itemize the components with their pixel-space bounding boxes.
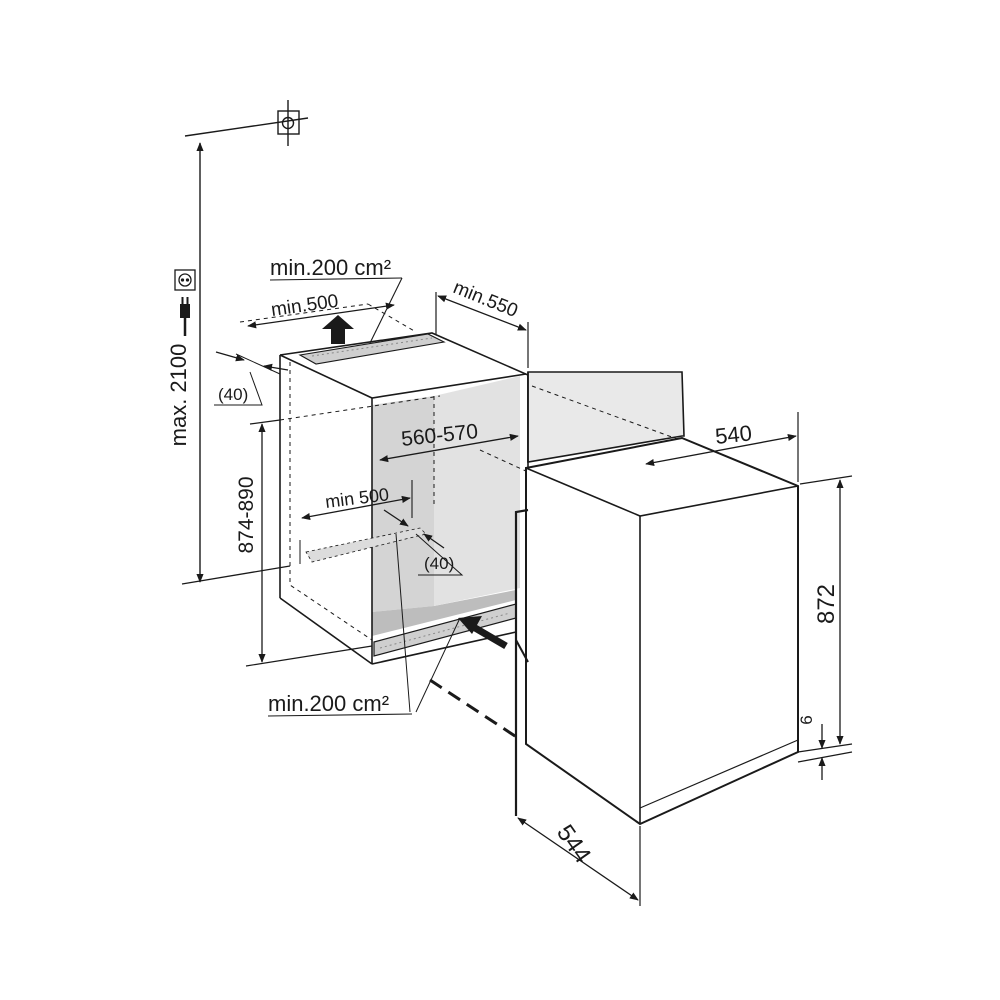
niche-height-dimension: 874-890 bbox=[235, 395, 441, 667]
top-vent-area-callout: min.200 cm² bbox=[269, 255, 403, 344]
vent-arrow-icon bbox=[322, 315, 354, 344]
top-vent-grille bbox=[298, 333, 446, 365]
top-vent-width-label: min.500 bbox=[270, 291, 340, 321]
appliance-width-dimension: 540 bbox=[645, 412, 799, 482]
top-gap-dimension: (40) bbox=[214, 351, 289, 406]
max-height-label: max. 2100 bbox=[166, 344, 191, 447]
base-gap-dimension: 6 bbox=[797, 715, 826, 780]
plug-icon bbox=[180, 297, 190, 336]
max-height-dimension: max. 2100 bbox=[166, 142, 291, 585]
door-depth-label: 544 bbox=[551, 820, 596, 868]
top-vent-area-label: min.200 cm² bbox=[270, 255, 391, 280]
bottom-gap-dimension: (40) bbox=[383, 509, 464, 576]
appliance-height-label: 872 bbox=[813, 584, 840, 624]
top-gap-label: (40) bbox=[218, 385, 248, 404]
appliance-body bbox=[514, 436, 799, 826]
crosshair-icon bbox=[184, 100, 309, 146]
niche-height-label: 874-890 bbox=[235, 476, 258, 553]
bottom-vent-area-callout: min.200 cm² bbox=[267, 533, 508, 717]
base-gap-label: 6 bbox=[797, 715, 816, 724]
depth-min-label: min.550 bbox=[450, 277, 521, 322]
bottom-vent-area-label: min.200 cm² bbox=[268, 691, 389, 716]
power-socket-icon bbox=[174, 269, 196, 291]
bottom-gap-label: (40) bbox=[424, 554, 454, 573]
appliance-width-label: 540 bbox=[714, 420, 753, 449]
door-depth-dimension: 544 bbox=[517, 817, 641, 906]
door-swing-line bbox=[429, 678, 519, 740]
appliance-height-dimension: 872 bbox=[797, 475, 853, 763]
